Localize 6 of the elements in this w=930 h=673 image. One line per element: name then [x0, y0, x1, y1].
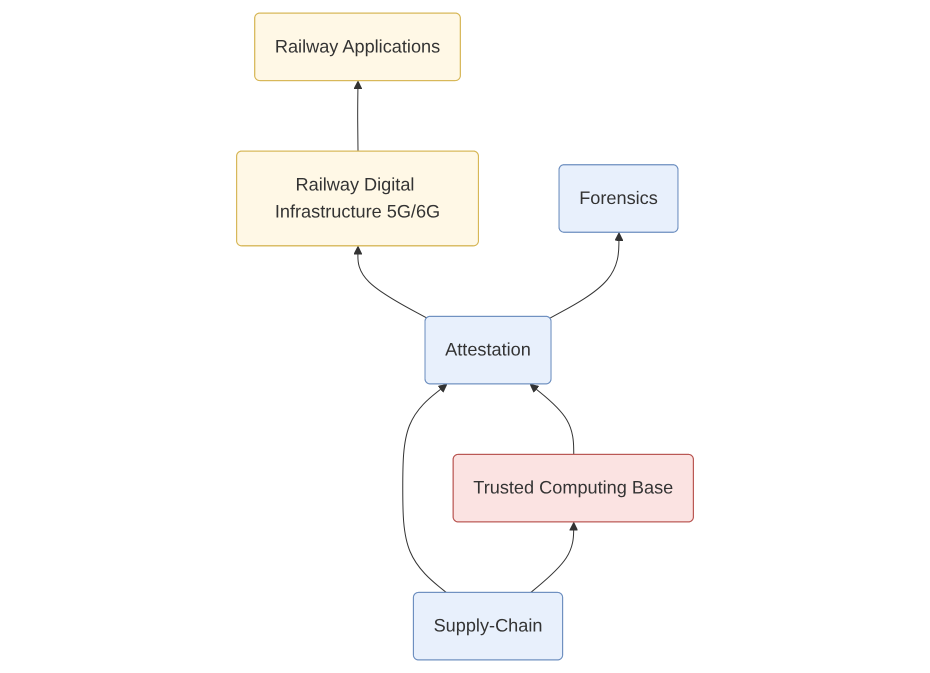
arrow [402, 384, 448, 594]
arrow [353, 246, 428, 319]
arrow [530, 384, 574, 455]
arrow [530, 522, 578, 594]
arrow [550, 232, 624, 319]
arrow [353, 80, 362, 152]
